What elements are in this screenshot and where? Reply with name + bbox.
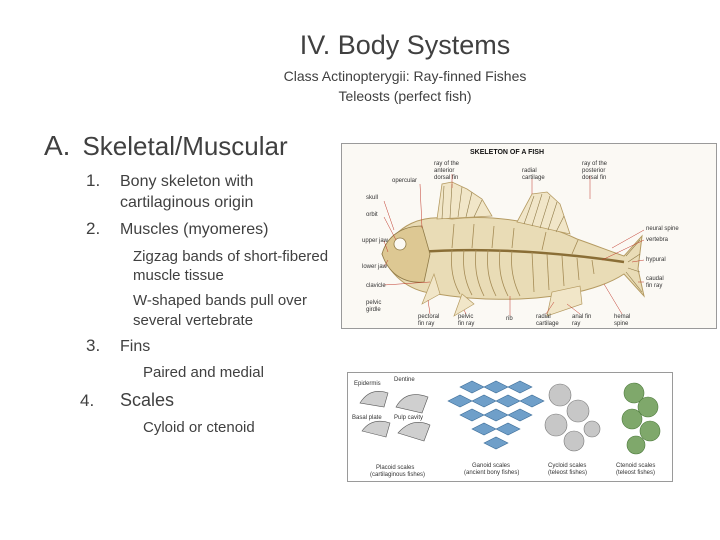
slide-title: IV. Body Systems (299, 30, 511, 60)
fish-skeleton-illustration: SKELETON OF A FISH (342, 144, 716, 328)
label-radial-cartilage-2: cartilage (522, 175, 545, 181)
label-leader-lines (383, 174, 645, 316)
item-number-3: 3. (86, 336, 101, 355)
placoid-scales-drawing (359, 391, 431, 442)
section-heading: A. Skeletal/Muscular (44, 130, 288, 162)
label-clavicle: clavicle (366, 283, 386, 289)
label-radial-cartilage-lower-1: radial (536, 314, 551, 320)
item-text-4: Scales (120, 390, 175, 410)
skeleton-figure-title: SKELETON OF A FISH (470, 149, 544, 156)
vertebral-column (416, 248, 625, 264)
label-ganoid-2: (ancient bony fishes) (464, 470, 519, 476)
sub-bullet-4: Cyloid or ctenoid (143, 419, 255, 436)
label-radial-cartilage-1: radial (522, 168, 537, 174)
item-text-2: Muscles (myomeres) (120, 221, 269, 238)
label-caudal-fin-ray-1: caudal (646, 276, 664, 282)
label-neural-spine: neural spine (646, 226, 679, 232)
label-vertebra: vertebra (646, 237, 669, 243)
label-ray-posterior-2: posterior (582, 168, 605, 174)
sub-bullet-3: Paired and medial (143, 364, 264, 381)
label-anal-fin-ray-2: ray (572, 321, 580, 327)
label-orbit: orbit (366, 212, 378, 218)
sub-bullet-1-line-2: muscle tissue (133, 267, 224, 284)
section-letter: A. (44, 130, 71, 161)
label-placoid-2: (cartilaginous fishes) (370, 472, 425, 478)
label-placoid-1: Placoid scales (376, 465, 414, 471)
pectoral-fin (421, 272, 441, 305)
slide-subtitle-line-1: Class Actinopterygii: Ray-finned Fishes (283, 68, 527, 84)
ribs (451, 223, 595, 297)
label-pectoral-fin-ray-1: pectoral (418, 314, 439, 320)
label-radial-cartilage-lower-2: cartilage (536, 321, 559, 327)
fish-skeleton-figure: SKELETON OF A FISH (341, 143, 717, 329)
anal-fin (546, 285, 583, 317)
label-hemal-spine-1: hemal (614, 314, 630, 320)
label-ganoid-1: Ganoid scales (472, 463, 510, 469)
label-epidermis: Epidermis (354, 381, 381, 387)
label-ray-posterior-3: dorsal fin (582, 175, 606, 181)
item-number-4: 4. (80, 391, 95, 410)
item-number-1: 1. (86, 171, 101, 190)
label-opercular: opercular (392, 178, 417, 184)
fin-rays (441, 183, 643, 293)
fish-scales-illustration: Epidermis Dentine Basal plate Pulp cavit… (348, 373, 672, 481)
label-dentine: Dentine (394, 377, 415, 383)
label-pelvic-girdle-1: pelvic (366, 300, 381, 306)
sub-bullet-2-line-1: W-shaped bands pull over (133, 292, 307, 309)
item-number-2: 2. (86, 219, 101, 238)
slide-subtitle-line-2: Teleosts (perfect fish) (338, 88, 472, 104)
label-upper-jaw: upper jaw (362, 238, 389, 244)
fish-scales-figure: Epidermis Dentine Basal plate Pulp cavit… (347, 372, 673, 482)
label-lower-jaw: lower jaw (362, 264, 388, 270)
sub-bullet-2-line-2: several vertebrate (133, 312, 254, 329)
section-heading-text: Skeletal/Muscular (82, 131, 288, 161)
label-cycloid-2: (teleost fishes) (548, 470, 587, 476)
label-rib: rib (506, 316, 513, 322)
label-skull: skull (366, 195, 378, 201)
item-text-1-line-1: Bony skeleton with (120, 173, 254, 190)
item-text-1-line-2: cartilaginous origin (120, 194, 254, 211)
label-caudal-fin-ray-2: fin ray (646, 283, 662, 289)
label-ray-anterior-1: ray of the (434, 161, 460, 167)
label-ctenoid-2: (teleost fishes) (616, 470, 655, 476)
label-pectoral-fin-ray-2: fin ray (418, 321, 434, 327)
label-cycloid-1: Cycloid scales (548, 463, 586, 469)
label-ray-anterior-3: dorsal fin (434, 175, 458, 181)
label-pelvic-fin-ray-2: fin ray (458, 321, 474, 327)
ctenoid-scales-drawing (621, 382, 661, 455)
fish-orbit (393, 237, 407, 251)
label-basal-plate: Basal plate (352, 415, 382, 421)
label-hemal-spine-2: spine (614, 321, 629, 327)
label-ray-anterior-2: anterior (434, 168, 454, 174)
label-pelvic-girdle-2: girdle (366, 307, 381, 313)
label-ctenoid-1: Ctenoid scales (616, 463, 655, 469)
label-hypural: hypural (646, 257, 666, 263)
label-pelvic-fin-ray-1: pelvic (458, 314, 473, 320)
label-pulp-cavity: Pulp cavity (394, 415, 423, 421)
cycloid-scales-drawing (544, 383, 601, 452)
fish-skull (381, 225, 431, 283)
label-anal-fin-ray-1: anal fin (572, 314, 591, 320)
item-text-3: Fins (120, 338, 151, 355)
ganoid-scales-drawing (447, 380, 545, 450)
label-ray-posterior-1: ray of the (582, 161, 608, 167)
sub-bullet-1-line-1: Zigzag bands of short-fibered (133, 248, 329, 265)
